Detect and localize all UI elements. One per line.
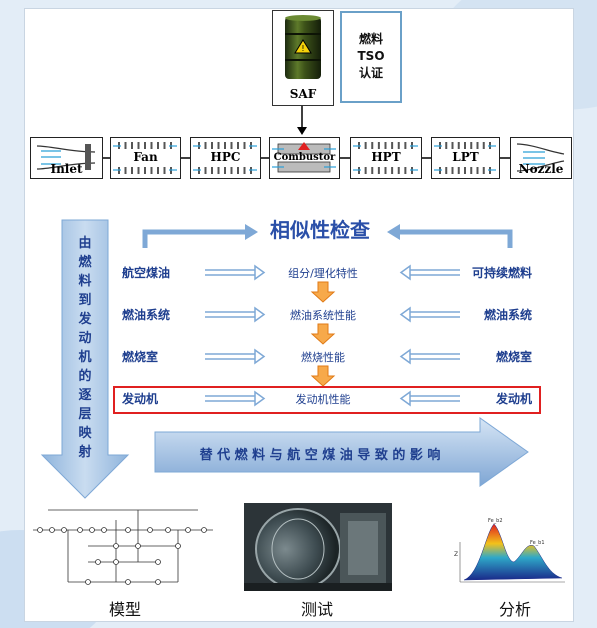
component-label: LPT — [452, 150, 479, 164]
component-graphic-icon — [113, 142, 177, 174]
row-left-label: 燃烧室 — [122, 350, 159, 364]
row-left-label: 航空煤油 — [122, 266, 171, 280]
component-label: HPC — [210, 150, 241, 164]
z-axis-label: Z — [454, 551, 458, 558]
vertical-mapping-label: 由燃料到发动机的逐层映射 — [78, 236, 92, 460]
analysis-label: 分析 — [498, 600, 531, 619]
orange-arrow-1 — [310, 281, 336, 303]
barrel-icon: ! — [285, 15, 321, 79]
impact-arrow — [154, 417, 529, 487]
component-label: Fan — [133, 150, 158, 164]
bracket-arrow-left — [142, 229, 245, 248]
component-label: Combustor — [273, 152, 336, 163]
tso-certification-label: 燃料 TSO 认证 — [357, 32, 385, 80]
vertical-mapping-arrow — [40, 219, 130, 499]
component-graphic-icon — [193, 142, 257, 174]
row-right-label: 燃油系统 — [483, 308, 532, 322]
component-fan: Fan — [110, 137, 181, 179]
component-graphic-icon — [272, 142, 336, 173]
component-graphic-icon — [516, 143, 565, 172]
engine-row-highlight — [113, 386, 541, 414]
row-left-label: 燃油系统 — [122, 308, 171, 322]
peak-label-2: Fe_b1 — [530, 540, 545, 546]
orange-arrow-3 — [310, 365, 336, 387]
component-hpt: HPT — [350, 137, 422, 179]
row-right-label: 可持续燃料 — [471, 266, 532, 280]
model-label: 模型 — [108, 600, 141, 619]
impact-text: 替 代 燃 料 与 航 空 煤 油 导 致 的 影 响 — [199, 448, 441, 463]
component-graphic-icon — [434, 142, 496, 174]
component-label: Inlet — [50, 162, 83, 176]
model-schematic — [33, 509, 213, 585]
component-lpt: LPT — [431, 137, 500, 179]
peak-label-1: Fe_b2 — [488, 518, 503, 524]
row-middle-label: 燃油系统性能 — [290, 309, 356, 322]
bracket-arrow-right — [400, 229, 513, 248]
component-combustor: Combustor — [269, 137, 340, 179]
component-nozzle: Nozzle — [510, 137, 572, 179]
test-photo — [244, 503, 392, 591]
svg-text:!: ! — [301, 44, 304, 53]
component-inlet: Inlet — [30, 137, 103, 179]
saf-label: SAF — [289, 87, 317, 101]
component-graphic-icon — [353, 142, 418, 174]
component-hpc: HPC — [190, 137, 261, 179]
row-middle-label: 燃烧性能 — [301, 351, 345, 364]
row-left-label: 发动机 — [122, 392, 159, 406]
test-label: 测试 — [300, 600, 333, 619]
analysis-plot: Z Fe_b2 Fe_b1 — [454, 518, 565, 583]
surface-peaks — [463, 523, 563, 581]
row-right-label: 燃烧室 — [495, 350, 532, 364]
row-middle-label: 组分/理化特性 — [288, 267, 358, 280]
orange-arrow-2 — [310, 323, 336, 345]
component-label: Nozzle — [518, 162, 564, 176]
row-middle-label: 发动机性能 — [295, 393, 351, 406]
tso-certification-box: 燃料 TSO 认证 — [340, 11, 402, 103]
row-right-label: 发动机 — [495, 392, 532, 406]
component-graphic-icon — [36, 144, 96, 170]
similarity-title: 相似性检查 — [270, 218, 370, 242]
saf-barrel: ! SAF — [272, 10, 334, 106]
component-label: HPT — [371, 150, 401, 164]
